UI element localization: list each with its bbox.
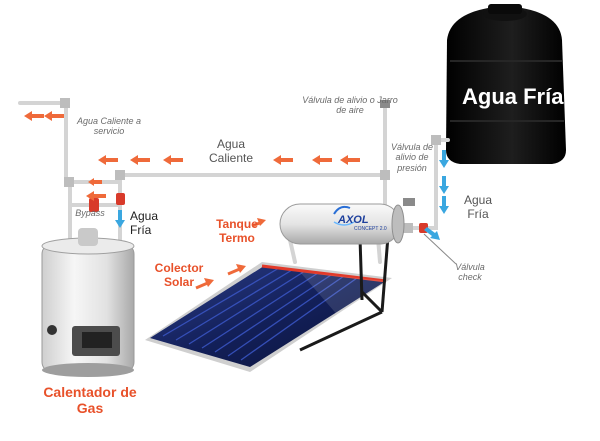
check-valve-leader bbox=[423, 233, 457, 265]
axol-logo-icon bbox=[333, 205, 355, 226]
brand-logo-text: AXOL bbox=[338, 214, 369, 226]
brand-sub-text: CONCEPT 2.0 bbox=[354, 226, 387, 232]
cold-flow-arrows bbox=[115, 150, 449, 240]
collector-label: Colector Solar bbox=[154, 261, 204, 289]
termo-label: Tanque Termo bbox=[216, 217, 258, 245]
pipe-fittings bbox=[60, 98, 441, 233]
gas-heater bbox=[41, 228, 135, 377]
hot-service-label: Agua Caliente a servicio bbox=[76, 116, 142, 137]
solar-flow-arrows bbox=[195, 218, 266, 290]
solar-collector bbox=[145, 262, 392, 372]
tank-label: Agua Fría bbox=[462, 84, 564, 109]
relief-pressure-label: Válvula de alivio de presión bbox=[390, 142, 434, 173]
cold-right-label: Agua Fría bbox=[463, 193, 493, 221]
bypass-label: Bypass bbox=[75, 208, 105, 218]
hot-main-label: Agua Caliente bbox=[208, 137, 254, 165]
check-valve-label: Válvula check bbox=[455, 262, 485, 283]
relief-top-label: Válvula de alivio o Jarro de aire bbox=[302, 95, 398, 116]
heater-label: Calentador de Gas bbox=[43, 384, 137, 417]
cold-left-label: Agua Fría bbox=[130, 209, 159, 237]
water-tank bbox=[446, 4, 566, 164]
hot-flow-arrows bbox=[24, 111, 360, 201]
